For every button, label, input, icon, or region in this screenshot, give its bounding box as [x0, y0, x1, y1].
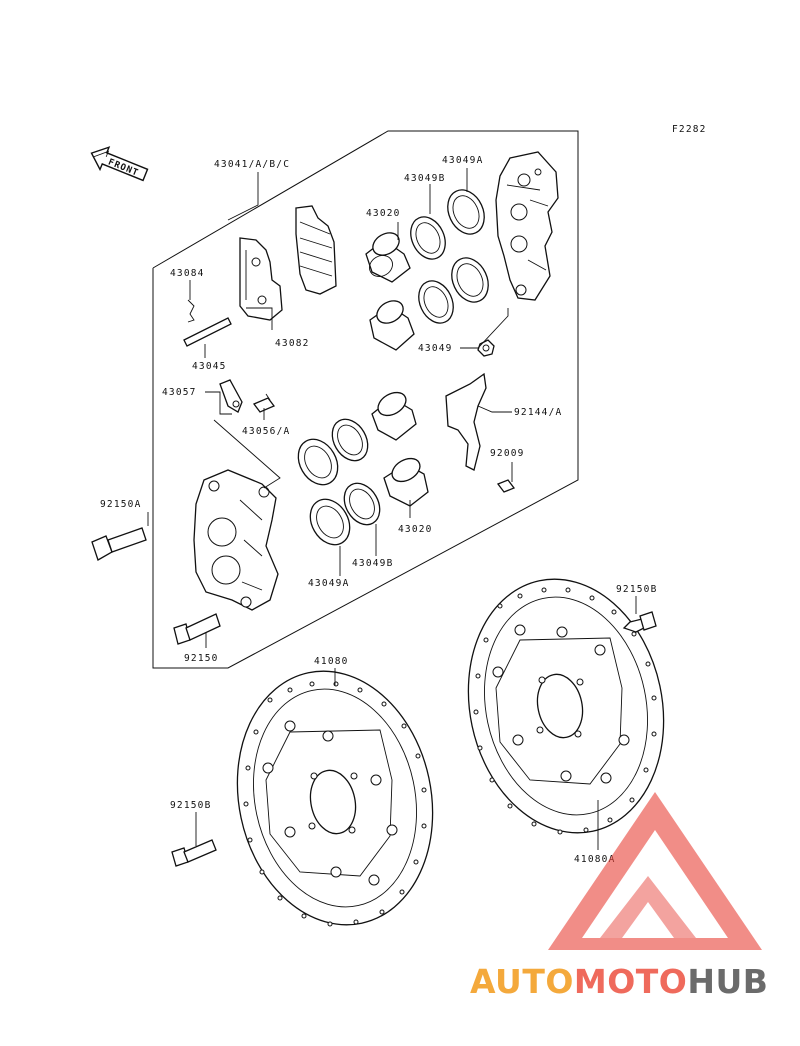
brake-pad-inner [239, 237, 283, 321]
bracket-92144 [445, 372, 487, 471]
piston-upper-1 [365, 232, 411, 283]
label-43049B-bottom: 43049B [352, 558, 394, 569]
front-arrow-icon: FRONT [90, 146, 149, 182]
logo-text: AUTOMOTOHUB [470, 962, 768, 1001]
brake-disc-41080 [236, 670, 434, 927]
leader-lines [147, 168, 637, 850]
label-43084: 43084 [170, 268, 205, 279]
clip-43084 [187, 299, 195, 323]
caliper-half-lower [193, 469, 279, 611]
piston-lower-1 [371, 391, 417, 441]
bolt-92150B-left [171, 839, 217, 867]
label-43020-top: 43020 [366, 208, 401, 219]
label-41080A: 41080A [574, 854, 616, 865]
brake-disc-41080A [467, 578, 665, 835]
label-43041: 43041/A/B/C [214, 159, 290, 170]
bleeder-43056 [252, 393, 276, 413]
label-92150B-right: 92150B [616, 584, 658, 595]
label-43020-bottom: 43020 [398, 524, 433, 535]
link-43057 [219, 379, 243, 413]
assembly-outline [152, 130, 579, 669]
nut-43049 [477, 339, 495, 357]
label-43056: 43056/A [242, 426, 290, 437]
label-92150A: 92150A [100, 499, 142, 510]
pin-43045 [183, 317, 232, 347]
logo-text-hub: HUB [687, 962, 768, 1001]
disc-perforations-right [473, 587, 657, 835]
bolt-92009 [496, 479, 516, 493]
label-43057: 43057 [162, 387, 197, 398]
disc-perforations-left [243, 681, 427, 927]
automotohub-logo: AUTOMOTOHUB [470, 792, 768, 1001]
brake-pad-outer [295, 205, 337, 295]
seal-43049B-lower [331, 418, 381, 526]
caliper-half-upper [495, 151, 559, 301]
label-92150B-left: 92150B [170, 800, 212, 811]
label-43049B-top: 43049B [404, 173, 446, 184]
label-92144: 92144/A [514, 407, 562, 418]
seal-43049A-lower [297, 438, 351, 546]
label-43049: 43049 [418, 343, 453, 354]
label-43045: 43045 [192, 361, 227, 372]
label-92150: 92150 [184, 653, 219, 664]
bolt-92150A [91, 527, 147, 561]
label-43082: 43082 [275, 338, 310, 349]
label-43049A-top: 43049A [442, 155, 484, 166]
logo-text-moto: MOTO [574, 962, 687, 1001]
seal-43049B-upper [410, 216, 454, 324]
label-41080: 41080 [314, 656, 349, 667]
seal-43049A-upper [447, 189, 489, 303]
bolt-92150B-right [622, 611, 657, 633]
bolt-92150 [173, 613, 221, 645]
label-43049A-bottom: 43049A [308, 578, 350, 589]
figure-code: F2282 [672, 124, 707, 135]
logo-text-auto: AUTO [470, 962, 574, 1001]
label-92009: 92009 [490, 448, 525, 459]
logo-triangle-icon [548, 792, 762, 950]
piston-lower-2 [383, 457, 429, 507]
piston-upper-2 [369, 300, 415, 351]
